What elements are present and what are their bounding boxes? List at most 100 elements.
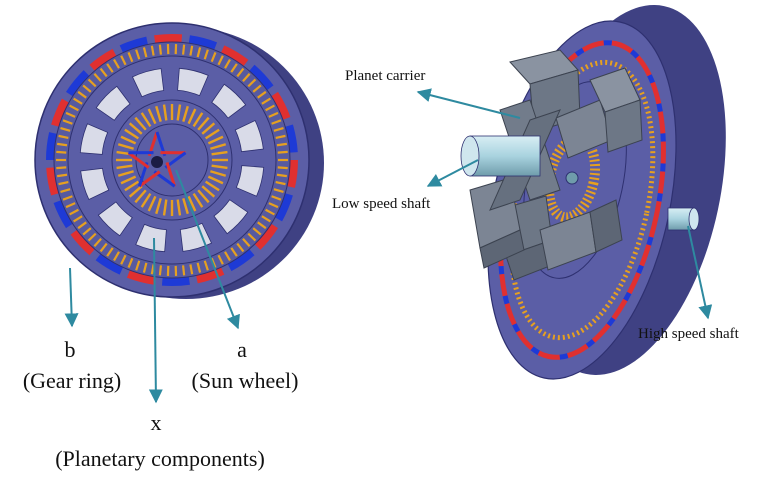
outer-pole-piece <box>271 119 282 125</box>
iso-view <box>460 5 726 380</box>
outer-pole-piece <box>224 251 231 262</box>
modulator-window <box>131 68 165 98</box>
outer-pole-piece <box>158 265 163 276</box>
front-view <box>34 22 324 299</box>
gear-ring-magnet <box>249 64 274 91</box>
inner-pole-piece <box>128 185 143 198</box>
inner-pole-piece <box>176 104 182 121</box>
gear-ring-magnet <box>196 267 225 284</box>
inner-pole-piece <box>211 164 228 170</box>
outer-pole-piece <box>150 45 155 56</box>
outer-pole-piece <box>261 97 271 105</box>
iso-center <box>565 171 579 185</box>
label-planet-carrier: Planet carrier <box>345 68 425 84</box>
inner-pole-piece <box>134 189 147 204</box>
outer-pole-piece <box>56 150 67 154</box>
arrow-planetary <box>148 237 163 404</box>
modulator-window <box>213 199 249 235</box>
gear-ring-magnet <box>53 200 73 229</box>
sun-wheel-magnet <box>138 170 161 188</box>
outer-pole-piece <box>203 49 209 60</box>
outer-pole-piece <box>60 126 71 132</box>
outer-pole-piece <box>106 247 114 257</box>
outer-pole-piece <box>56 142 68 147</box>
annotation-arrows <box>64 88 713 404</box>
outer-pole-piece <box>142 262 148 273</box>
inner-pole-piece <box>117 143 134 150</box>
modulator-window <box>234 119 264 153</box>
outer-pole-piece <box>56 173 68 178</box>
outer-pole-piece <box>273 126 284 132</box>
label-a: a <box>237 337 247 362</box>
outer-pole-piece <box>257 221 267 230</box>
inner-pole-piece <box>201 122 216 135</box>
outer-pole-piece <box>73 215 83 223</box>
outer-pole-piece <box>203 260 209 271</box>
inner-pole-piece <box>205 180 220 192</box>
outer-pole-piece <box>87 78 97 88</box>
label-gear-ring: (Gear ring) <box>23 368 121 393</box>
outer-pole-piece <box>247 78 257 88</box>
outer-pole-piece <box>56 166 67 170</box>
inner-pole-piece <box>187 195 197 212</box>
outer-pole-piece <box>93 73 102 82</box>
label-b: b <box>65 337 76 362</box>
label-high-speed-shaft: High speed shaft <box>638 326 740 342</box>
gear-ring-magnet <box>66 70 90 97</box>
arrow-low-speed-shaft <box>426 159 479 187</box>
outer-pole-piece <box>77 90 87 99</box>
outer-pole-piece <box>65 111 76 118</box>
inner-pole-piece <box>162 104 168 121</box>
inner-pole-piece <box>162 199 168 216</box>
outer-pole-piece <box>60 188 71 194</box>
outer-pole-piece <box>276 142 288 147</box>
inner-pole-piece <box>182 105 189 122</box>
modulator-window <box>95 85 131 121</box>
outer-pole-pieces <box>56 44 288 276</box>
inner-pole-piece <box>140 112 152 127</box>
gear-ring-magnet <box>227 249 255 272</box>
inner-pole-pieces <box>116 104 228 216</box>
outer-pole-piece <box>135 49 141 60</box>
inner-pole-piece <box>116 164 133 170</box>
outer-pole-piece <box>58 180 69 186</box>
inner-pole-piece <box>205 128 220 140</box>
inner-pole-piece <box>147 108 157 125</box>
outer-pole-piece <box>77 221 87 230</box>
outer-pole-piece <box>196 262 202 273</box>
outer-pole-piece <box>58 134 69 140</box>
outer-pole-piece <box>247 232 257 242</box>
inner-pole-piece <box>155 105 162 122</box>
inner-pole-piece <box>197 189 210 204</box>
inner-pole-piece <box>120 135 137 145</box>
inner-pole-piece <box>134 116 147 131</box>
outer-pole-piece <box>236 67 245 78</box>
outer-pole-piece <box>73 97 83 105</box>
inner-pole-piece <box>128 122 143 135</box>
inner-pole-piece <box>192 193 204 208</box>
modulator-window <box>79 123 109 155</box>
inner-pole-piece <box>176 199 182 216</box>
outer-pole-piece <box>62 119 73 125</box>
outer-pole-piece <box>257 90 267 99</box>
outer-pole-piece <box>189 264 194 275</box>
inner-pole-piece <box>211 150 228 156</box>
low-speed-shaft <box>460 135 541 177</box>
outer-pole-piece <box>261 215 271 223</box>
outer-pole-piece <box>210 52 217 63</box>
outer-pole-piece <box>69 104 79 112</box>
modulator-window <box>235 165 265 197</box>
inner-pole-piece <box>192 112 204 127</box>
high-speed-shaft <box>667 207 700 231</box>
gear-ring-magnet <box>51 98 69 127</box>
modulator-window <box>211 83 247 119</box>
inner-pole-piece <box>120 175 137 185</box>
outer-pole-piece <box>82 84 92 93</box>
outer-pole-piece <box>196 47 202 58</box>
modulator-window <box>80 167 110 201</box>
gear-ring-magnet <box>154 34 183 44</box>
inner-pole-piece <box>117 170 134 177</box>
label-planetary-components: (Planetary components) <box>55 446 265 471</box>
outer-pole-piece <box>150 264 155 275</box>
